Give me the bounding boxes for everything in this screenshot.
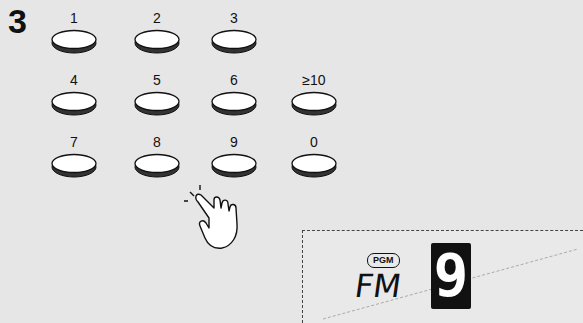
button-top — [135, 155, 179, 173]
button-label: 3 — [210, 10, 258, 26]
button-shape — [50, 28, 98, 58]
keypad-button: 6 — [210, 72, 258, 122]
button-shape — [50, 152, 98, 182]
button-label: 1 — [50, 10, 98, 26]
button-shape — [210, 90, 258, 120]
keypad-button: 3 — [210, 10, 258, 60]
button-shape — [133, 90, 181, 120]
keypad-button: 9 — [210, 134, 258, 184]
button-label: 4 — [50, 72, 98, 88]
keypad-button: 1 — [50, 10, 98, 60]
band-indicator: FM — [353, 269, 404, 303]
button-top — [292, 93, 336, 111]
button-label: 2 — [133, 10, 181, 26]
keypad-button: ≥10 — [290, 72, 338, 122]
pointing-hand — [184, 185, 237, 248]
keypad-button: 4 — [50, 72, 98, 122]
segment-digit-box: 9 — [431, 243, 471, 309]
keypad-button: 2 — [133, 10, 181, 60]
button-shape — [133, 28, 181, 58]
button-label: 9 — [210, 134, 258, 150]
button-shape — [133, 152, 181, 182]
button-top — [135, 93, 179, 111]
lcd-display: FM 9 PGM — [302, 230, 583, 323]
button-top — [52, 93, 96, 111]
button-label: ≥10 — [290, 72, 338, 88]
button-label: 0 — [290, 134, 338, 150]
button-top — [212, 155, 256, 173]
button-top — [135, 31, 179, 49]
indicator-text: PGM — [373, 255, 394, 266]
button-shape — [290, 90, 338, 120]
button-label: 6 — [210, 72, 258, 88]
button-top — [212, 93, 256, 111]
button-label: 8 — [133, 134, 181, 150]
keypad-button: 8 — [133, 134, 181, 184]
button-shape — [50, 90, 98, 120]
pgm-indicator: PGM — [367, 253, 400, 268]
button-shape — [290, 152, 338, 182]
button-top — [52, 155, 96, 173]
keypad-button: 7 — [50, 134, 98, 184]
button-shape — [210, 152, 258, 182]
button-shape — [210, 28, 258, 58]
step-number: 3 — [8, 2, 27, 40]
button-top — [292, 155, 336, 173]
button-top — [52, 31, 96, 49]
button-top — [212, 31, 256, 49]
keypad-button: 0 — [290, 134, 338, 184]
button-label: 7 — [50, 134, 98, 150]
button-label: 5 — [133, 72, 181, 88]
keypad-button: 5 — [133, 72, 181, 122]
segment-digit: 9 — [431, 245, 471, 307]
